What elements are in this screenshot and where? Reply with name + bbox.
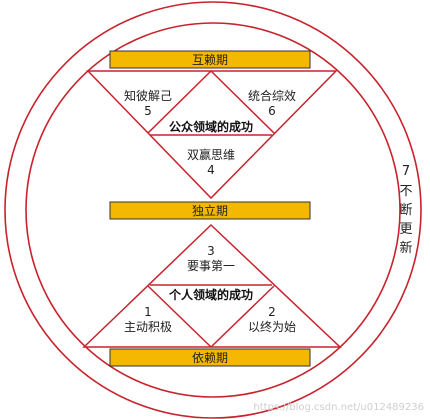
habit-7-char-2: 断 xyxy=(399,203,412,218)
habit-3-num: 3 xyxy=(207,244,215,258)
habit-4-text: 双赢思维 xyxy=(187,147,235,162)
private-inner-left-edge xyxy=(147,285,212,348)
public-inner-right-edge xyxy=(210,70,275,134)
bar-middle-label: 独立期 xyxy=(192,203,228,218)
bar-middle xyxy=(109,201,311,220)
habit-7-char-1: 不 xyxy=(399,184,412,199)
habit-6-num: 6 xyxy=(268,104,276,118)
private-victory-title: 个人领域的成功 xyxy=(168,287,253,302)
habit-7-char-4: 新 xyxy=(399,240,412,256)
public-victory-title: 公众领域的成功 xyxy=(169,119,253,134)
habit-3-text: 要事第一 xyxy=(187,259,235,273)
bar-top-label: 互赖期 xyxy=(192,53,228,67)
habit-4-num: 4 xyxy=(207,163,215,177)
bar-bottom-label: 依赖期 xyxy=(192,350,228,365)
habit-6-text: 统合综效 xyxy=(248,88,296,103)
bar-bottom xyxy=(109,348,311,367)
inner-circle xyxy=(25,22,401,398)
habit-2-text: 以终为始 xyxy=(248,319,296,334)
watermark: https://blog.csdn.net/u012489236 xyxy=(253,402,424,413)
habit-2-num: 2 xyxy=(268,305,276,319)
habit-7-num: 7 xyxy=(402,164,410,179)
public-inner-left-edge xyxy=(147,70,212,134)
outer-circle xyxy=(4,1,422,419)
habit-5-text: 知彼解己 xyxy=(124,89,172,103)
bar-top xyxy=(109,50,311,69)
habit-1-text: 主动积极 xyxy=(124,320,172,334)
habit-5-num: 5 xyxy=(144,104,152,118)
private-inner-right-edge xyxy=(210,285,275,348)
habit-1-num: 1 xyxy=(144,305,152,319)
habit-7-char-3: 更 xyxy=(399,222,412,237)
